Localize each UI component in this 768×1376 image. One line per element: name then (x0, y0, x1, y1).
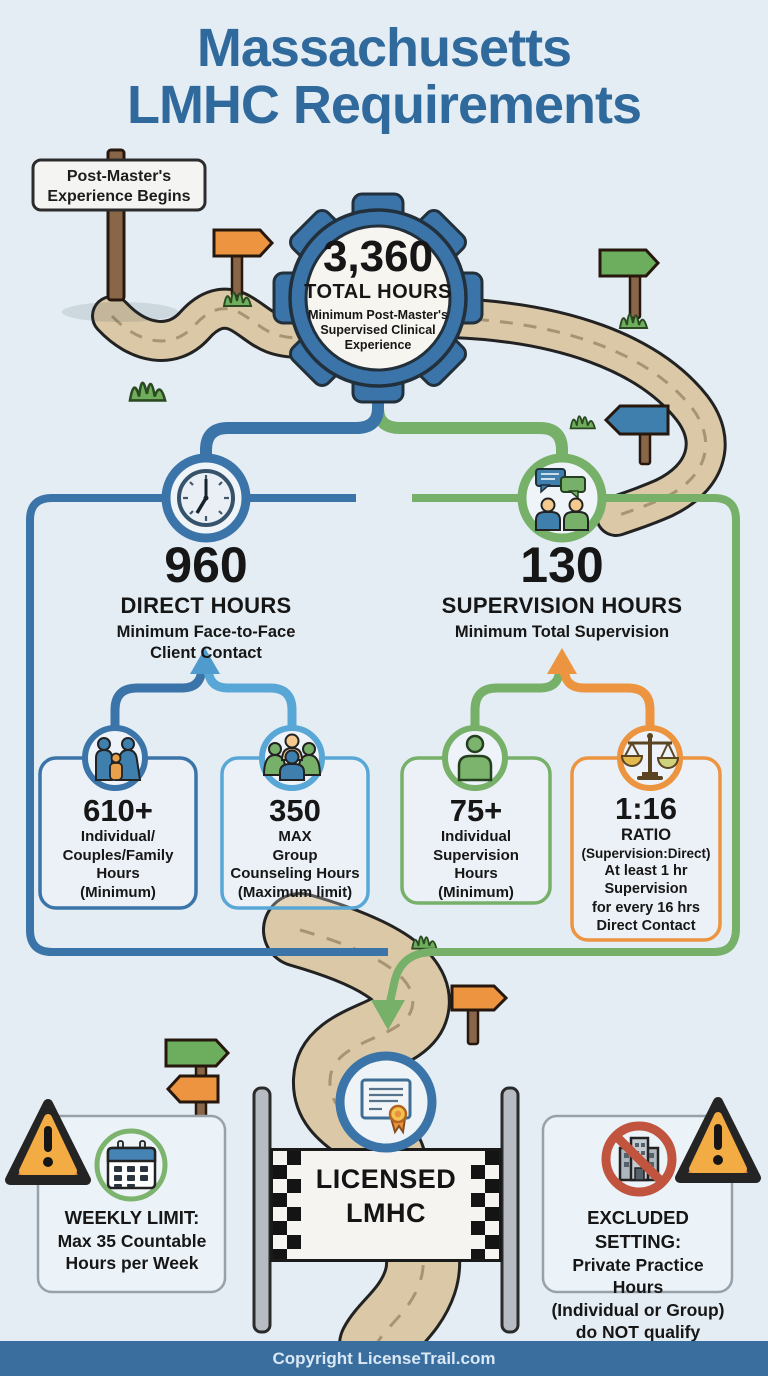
node-75-line: Supervision (433, 846, 519, 864)
node-350-value: 350 (269, 793, 321, 828)
connector-350-lightblue (190, 648, 297, 736)
node-350-line: (Maximum limit) (237, 883, 353, 901)
scales-icon (617, 725, 683, 791)
excluded-setting-block: EXCLUDED SETTING: Private Practice Hours… (546, 1206, 730, 1343)
supervision-hours-label: SUPERVISION HOURS (441, 593, 683, 618)
start-sign-label: Post-Master's Experience Begins (33, 167, 205, 207)
calendar-icon (94, 1128, 168, 1202)
warning-triangle-icon (675, 1097, 761, 1183)
node-ratio-label: RATIO (620, 826, 672, 845)
bracket-direct-blue (26, 494, 388, 956)
excluded-line3-post: qualify (638, 1321, 701, 1342)
weekly-limit-title: WEEKLY LIMIT: (64, 1207, 200, 1228)
node-350-line: Counseling Hours (230, 865, 360, 883)
node-ratio-line: At least 1 hr (604, 863, 688, 880)
node-350-line: Group (272, 846, 318, 864)
up-arrow-icon (190, 648, 220, 674)
signpost-double-bottom-left (164, 1038, 231, 1159)
node-75-line: Hours (454, 865, 498, 883)
excluded-title: EXCLUDED SETTING: (587, 1207, 689, 1253)
node-ratio-value: 1:16 (614, 791, 678, 826)
supervision-chat-icon (517, 453, 607, 543)
connector-gear-to-supervision (372, 400, 568, 462)
start-sign-line1: Post-Master's (66, 168, 172, 185)
connector-gear-to-direct (200, 400, 384, 462)
node-350: 350 MAX Group Counseling Hours (Maximum … (222, 793, 368, 902)
connector-610-blue (110, 670, 207, 736)
weekly-limit-line1: Max 35 Countable (57, 1231, 207, 1252)
node-350-line: MAX (278, 828, 312, 846)
direct-hours-label: DIRECT HOURS (120, 593, 292, 618)
node-ratio-sublabel: (Supervision:Direct) (581, 845, 711, 861)
node-610-line: (Minimum) (80, 883, 156, 901)
signpost-orange-bottom-right (411, 935, 509, 1046)
connector-75-green (470, 670, 565, 736)
direct-hours-sub2: Client Contact (150, 644, 262, 663)
checkered-strip (273, 1151, 301, 1259)
node-ratio: 1:16 RATIO (Supervision:Direct) At least… (572, 791, 720, 935)
direct-hours-sub: Minimum Face-to-Face Client Contact (96, 622, 316, 664)
node-ratio-line: Direct Contact (596, 917, 696, 934)
signpost-blue-right (569, 404, 670, 466)
excluded-line1: Private Practice Hours (572, 1255, 704, 1298)
excluded-line3-pre: do (575, 1321, 603, 1342)
signpost-green-top-right (598, 248, 661, 329)
excluded-line3-bold: NOT (602, 1321, 639, 1342)
node-610-line: Couples/Family (62, 846, 174, 864)
node-610-line: Individual/ (80, 828, 156, 846)
start-signpost (31, 148, 207, 402)
down-arrow-icon (371, 1000, 405, 1030)
finish-pole-right (500, 1086, 520, 1334)
excluded-line2: (Individual or Group) (551, 1299, 725, 1320)
finish-pole-left (252, 1086, 272, 1334)
total-hours-label: TOTAL HOURS (304, 281, 452, 304)
excluded-line3: do NOT qualify (546, 1321, 730, 1343)
direct-hours-block: 960 DIRECT HOURS Minimum Face-to-Face Cl… (96, 540, 316, 664)
person-icon (442, 725, 508, 791)
banner-line2: LMHC (346, 1197, 426, 1228)
node-75: 75+ Individual Supervision Hours (Minimu… (402, 793, 550, 902)
title-line1: Massachusetts (196, 18, 572, 78)
node-75-line: (Minimum) (438, 883, 514, 901)
weekly-limit-card (36, 1114, 227, 1294)
certificate-icon (335, 1051, 437, 1153)
clock-icon (161, 453, 251, 543)
footer-bar: Copyright LicenseTrail.com (0, 1341, 768, 1376)
node-ratio-line: Supervision (604, 881, 688, 898)
gear-icon (272, 192, 484, 404)
banner-line1: LICENSED (315, 1164, 457, 1194)
weekly-limit-line2: Hours per Week (65, 1253, 199, 1274)
node-610-line: Hours (96, 865, 140, 883)
supervision-hours-sub1: Minimum Total Supervision (454, 623, 670, 641)
checkered-strip (471, 1151, 499, 1259)
page-title: Massachusetts LMHC Requirements (0, 18, 768, 136)
bracket-supervision-green (371, 494, 740, 1030)
node-ratio-line: for every 16 hrs (591, 899, 700, 916)
node-75-value: 75+ (449, 793, 503, 828)
supervision-hours-value: 130 (520, 537, 604, 593)
node-75-line: Individual (440, 828, 511, 846)
supervision-hours-block: 130 SUPERVISION HOURS Minimum Total Supe… (422, 540, 702, 643)
direct-hours-value: 960 (164, 537, 248, 593)
direct-hours-sub1: Minimum Face-to-Face (116, 623, 296, 641)
family-icon (82, 725, 148, 791)
warning-triangle-icon (5, 1099, 91, 1185)
title-line2: LMHC Requirements (126, 75, 642, 136)
no-private-practice-icon (601, 1121, 677, 1197)
node-610: 610+ Individual/ Couples/Family Hours (M… (40, 793, 196, 902)
total-hours-sublabel: Minimum Post-Master's Supervised Clinica… (308, 308, 448, 353)
footer-text: Copyright LicenseTrail.com (272, 1349, 496, 1368)
start-sign-line2: Experience Begins (47, 188, 191, 205)
group-icon (259, 725, 325, 791)
weekly-limit-block: WEEKLY LIMIT: Max 35 Countable Hours per… (42, 1206, 222, 1274)
total-hours-value: 3,360 (322, 232, 434, 281)
road-right (431, 297, 727, 537)
up-arrow-icon (547, 648, 577, 674)
connector-ratio-orange (547, 648, 655, 736)
signpost-orange-top (212, 228, 275, 307)
road-top-left (91, 287, 323, 362)
node-610-value: 610+ (83, 793, 153, 828)
finish-banner: LICENSED LMHC (270, 1148, 502, 1262)
total-hours-block: 3,360 TOTAL HOURS Minimum Post-Master's … (295, 232, 461, 353)
